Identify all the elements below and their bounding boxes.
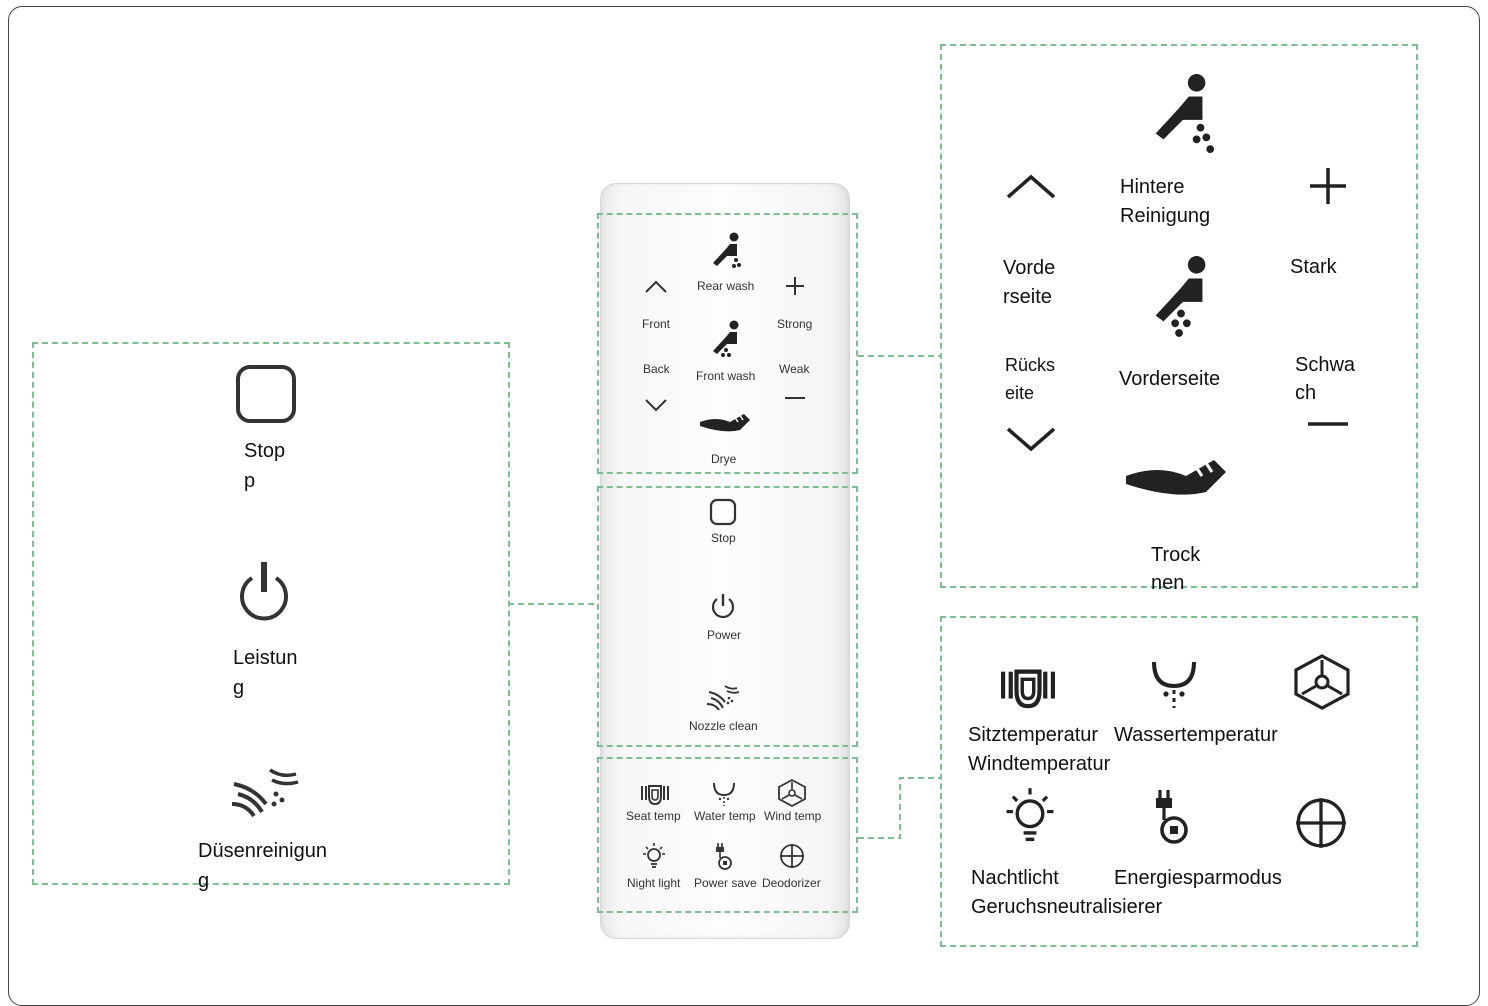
remote-strong-label: Strong [777,317,813,331]
night-light-icon[interactable] [640,842,668,872]
power-save-label: Energiesparmodus [1114,867,1282,889]
plus-icon[interactable] [785,276,805,296]
wind-temp-icon[interactable] [777,778,807,808]
front-wash-label: Vorderseite [1119,368,1221,390]
rear-wash-icon[interactable] [706,228,746,272]
water-temp-icon[interactable] [711,780,737,808]
stop-label-cont: p [244,470,256,492]
dry-label: Trock [1151,544,1201,566]
water-temp-label: Wassertemperatur [1114,724,1278,746]
remote-water-temp-label: Water temp [694,809,756,823]
water-temp-icon [1152,661,1196,708]
front-side-label: Vorde [1003,257,1056,279]
rear-wash-label: Hintere [1120,176,1185,198]
remote-front-label: Front [642,317,671,331]
wind-temp-icon [1294,654,1350,710]
weak-label-cont: ch [1295,382,1317,404]
remote-seat-temp-label: Seat temp [626,809,681,823]
minus-icon[interactable] [785,396,805,400]
connector-left [508,603,598,605]
connector-settings [858,777,940,839]
remote-back-label: Back [643,362,670,376]
deodorizer-label: Geruchsneutralisierer [971,896,1163,918]
dryer-icon [1126,459,1226,495]
remote-front-wash-label: Front wash [696,369,756,383]
chevron-up-icon[interactable] [644,280,668,294]
stop-icon[interactable] [709,498,737,526]
weak-label: Schwa [1295,354,1356,376]
minus-icon [1308,422,1348,426]
nozzle-clean-icon[interactable] [705,682,741,714]
plus-icon [1310,168,1346,204]
rear-wash-icon [1155,74,1215,153]
power-label-cont: g [233,677,245,699]
deodorizer-icon [1296,798,1346,848]
stop-label: Stop [244,440,286,462]
nozzle-clean-icon [231,768,299,818]
front-side-label-cont: rseite [1003,286,1052,308]
dryer-icon[interactable] [698,412,752,434]
left-panel [32,342,510,885]
nozzle-clean-label-cont: g [198,870,210,892]
remote-power-section [597,486,858,747]
rear-wash-label-cont: Reinigung [1120,205,1211,227]
back-side-label-cont: eite [1005,383,1035,403]
remote-rear-wash-label: Rear wash [697,279,755,293]
wind-temp-label: Windtemperatur [968,753,1111,775]
night-light-icon [1006,788,1054,842]
chevron-up-icon [1006,174,1056,199]
power-save-icon[interactable] [713,842,735,872]
remote-stop-label: Stop [711,531,736,545]
front-wash-icon [1155,256,1206,337]
wash-panel [940,44,1418,588]
power-icon [240,562,288,621]
remote-nozzle-clean-label: Nozzle clean [689,719,758,733]
connector-wash [858,355,940,357]
remote-deodorizer-label: Deodorizer [762,876,821,890]
remote-control [600,183,850,939]
remote-power-label: Power [707,628,742,642]
seat-temp-icon[interactable] [639,782,671,806]
remote-wind-temp-label: Wind temp [764,809,822,823]
power-label: Leistun [233,647,298,669]
power-icon[interactable] [708,591,738,621]
seat-temp-label: Sitztemperatur [968,724,1099,746]
strong-label: Stark [1290,256,1337,278]
stop-icon [236,365,296,423]
nozzle-clean-label: Düsenreinigun [198,840,327,862]
deodorizer-icon[interactable] [778,842,806,870]
dry-label-cont: nen [1151,572,1185,594]
remote-drye-label: Drye [711,452,737,466]
settings-panel [940,616,1418,947]
back-side-label: Rücks [1005,355,1056,375]
power-save-icon [1156,790,1188,844]
chevron-down-icon[interactable] [644,398,668,412]
remote-settings-section [597,757,858,913]
remote-weak-label: Weak [779,362,810,376]
front-wash-icon[interactable] [706,316,746,360]
seat-temp-icon [1000,669,1056,709]
remote-wash-section [597,213,858,474]
remote-power-save-label: Power save [694,876,757,890]
night-light-label: Nachtlicht [971,867,1059,889]
remote-night-light-label: Night light [627,876,681,890]
chevron-down-icon [1006,427,1056,452]
